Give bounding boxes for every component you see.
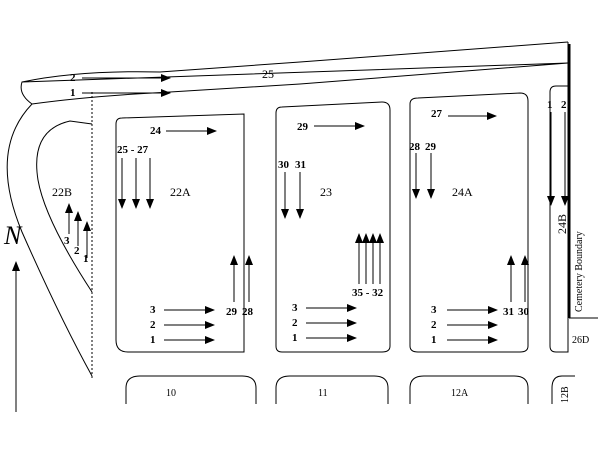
section-10-label: 10 [166, 388, 176, 399]
section-24a-row-31-label: 31 [503, 306, 514, 318]
section-23-rows-35-32-label: 35 - 32 [352, 287, 384, 299]
section-12b-label: 12B [560, 386, 571, 403]
section-24a-row-27-label: 27 [431, 108, 443, 120]
section-22a-label: 22A [170, 185, 191, 199]
strip-row-1-label: 1 [547, 99, 553, 111]
section-23-outline [275, 101, 391, 353]
section-24a-row-1-label: 1 [431, 334, 437, 346]
section-24a-row-29-label: 29 [425, 141, 437, 153]
section-11-label: 11 [318, 388, 328, 399]
road-row-1-label: 1 [70, 87, 76, 99]
section-24b-outline [549, 85, 569, 353]
section-12a-outline [409, 375, 529, 404]
section-24a-label: 24A [452, 185, 473, 199]
section-24a-outline [409, 92, 529, 353]
section-22a-row-29-label: 29 [226, 306, 238, 318]
section-12b-outline [551, 375, 575, 404]
section-22a-rows-25-27-label: 25 - 27 [117, 144, 149, 156]
road-label: 25 [262, 67, 274, 81]
cemetery-boundary-label: Cemetery Boundary [574, 231, 585, 312]
section-22a-row-24-label: 24 [150, 125, 162, 137]
section-24a-row-3-label: 3 [431, 304, 437, 316]
section-10-outline [125, 375, 257, 404]
section-22a-row-28-label: 28 [242, 306, 254, 318]
section-22a-row-2-label: 2 [150, 319, 156, 331]
strip-row-2-label: 2 [561, 99, 567, 111]
section-23-row-29-label: 29 [297, 121, 309, 133]
section-23-row-31-label: 31 [295, 159, 306, 171]
section-22b-row-2-label: 2 [74, 245, 80, 257]
section-24b-label: 24B [555, 214, 569, 234]
section-12a-label: 12A [451, 388, 469, 399]
section-23-row-1-label: 1 [292, 332, 298, 344]
section-22a-row-3-label: 3 [150, 304, 156, 316]
section-24a-row-2-label: 2 [431, 319, 437, 331]
section-11-outline [275, 375, 389, 404]
section-22a-outline [115, 113, 245, 353]
section-23-row-30-label: 30 [278, 159, 290, 171]
section-23-row-2-label: 2 [292, 317, 298, 329]
section-22b-row-1-label: 1 [83, 253, 89, 265]
section-23-row-3-label: 3 [292, 302, 298, 314]
section-22b-label: 22B [52, 185, 72, 199]
section-22b-outline [6, 103, 93, 377]
section-24a-row-28-label: 28 [409, 141, 421, 153]
section-22a-row-1-label: 1 [150, 334, 156, 346]
north-label: N [3, 221, 23, 250]
road-row-2-label: 2 [70, 72, 76, 84]
section-26d-label: 26D [572, 335, 589, 346]
section-22b-row-3-label: 3 [64, 235, 70, 247]
section-23-label: 23 [320, 185, 332, 199]
section-24a-row-30-label: 30 [518, 306, 530, 318]
